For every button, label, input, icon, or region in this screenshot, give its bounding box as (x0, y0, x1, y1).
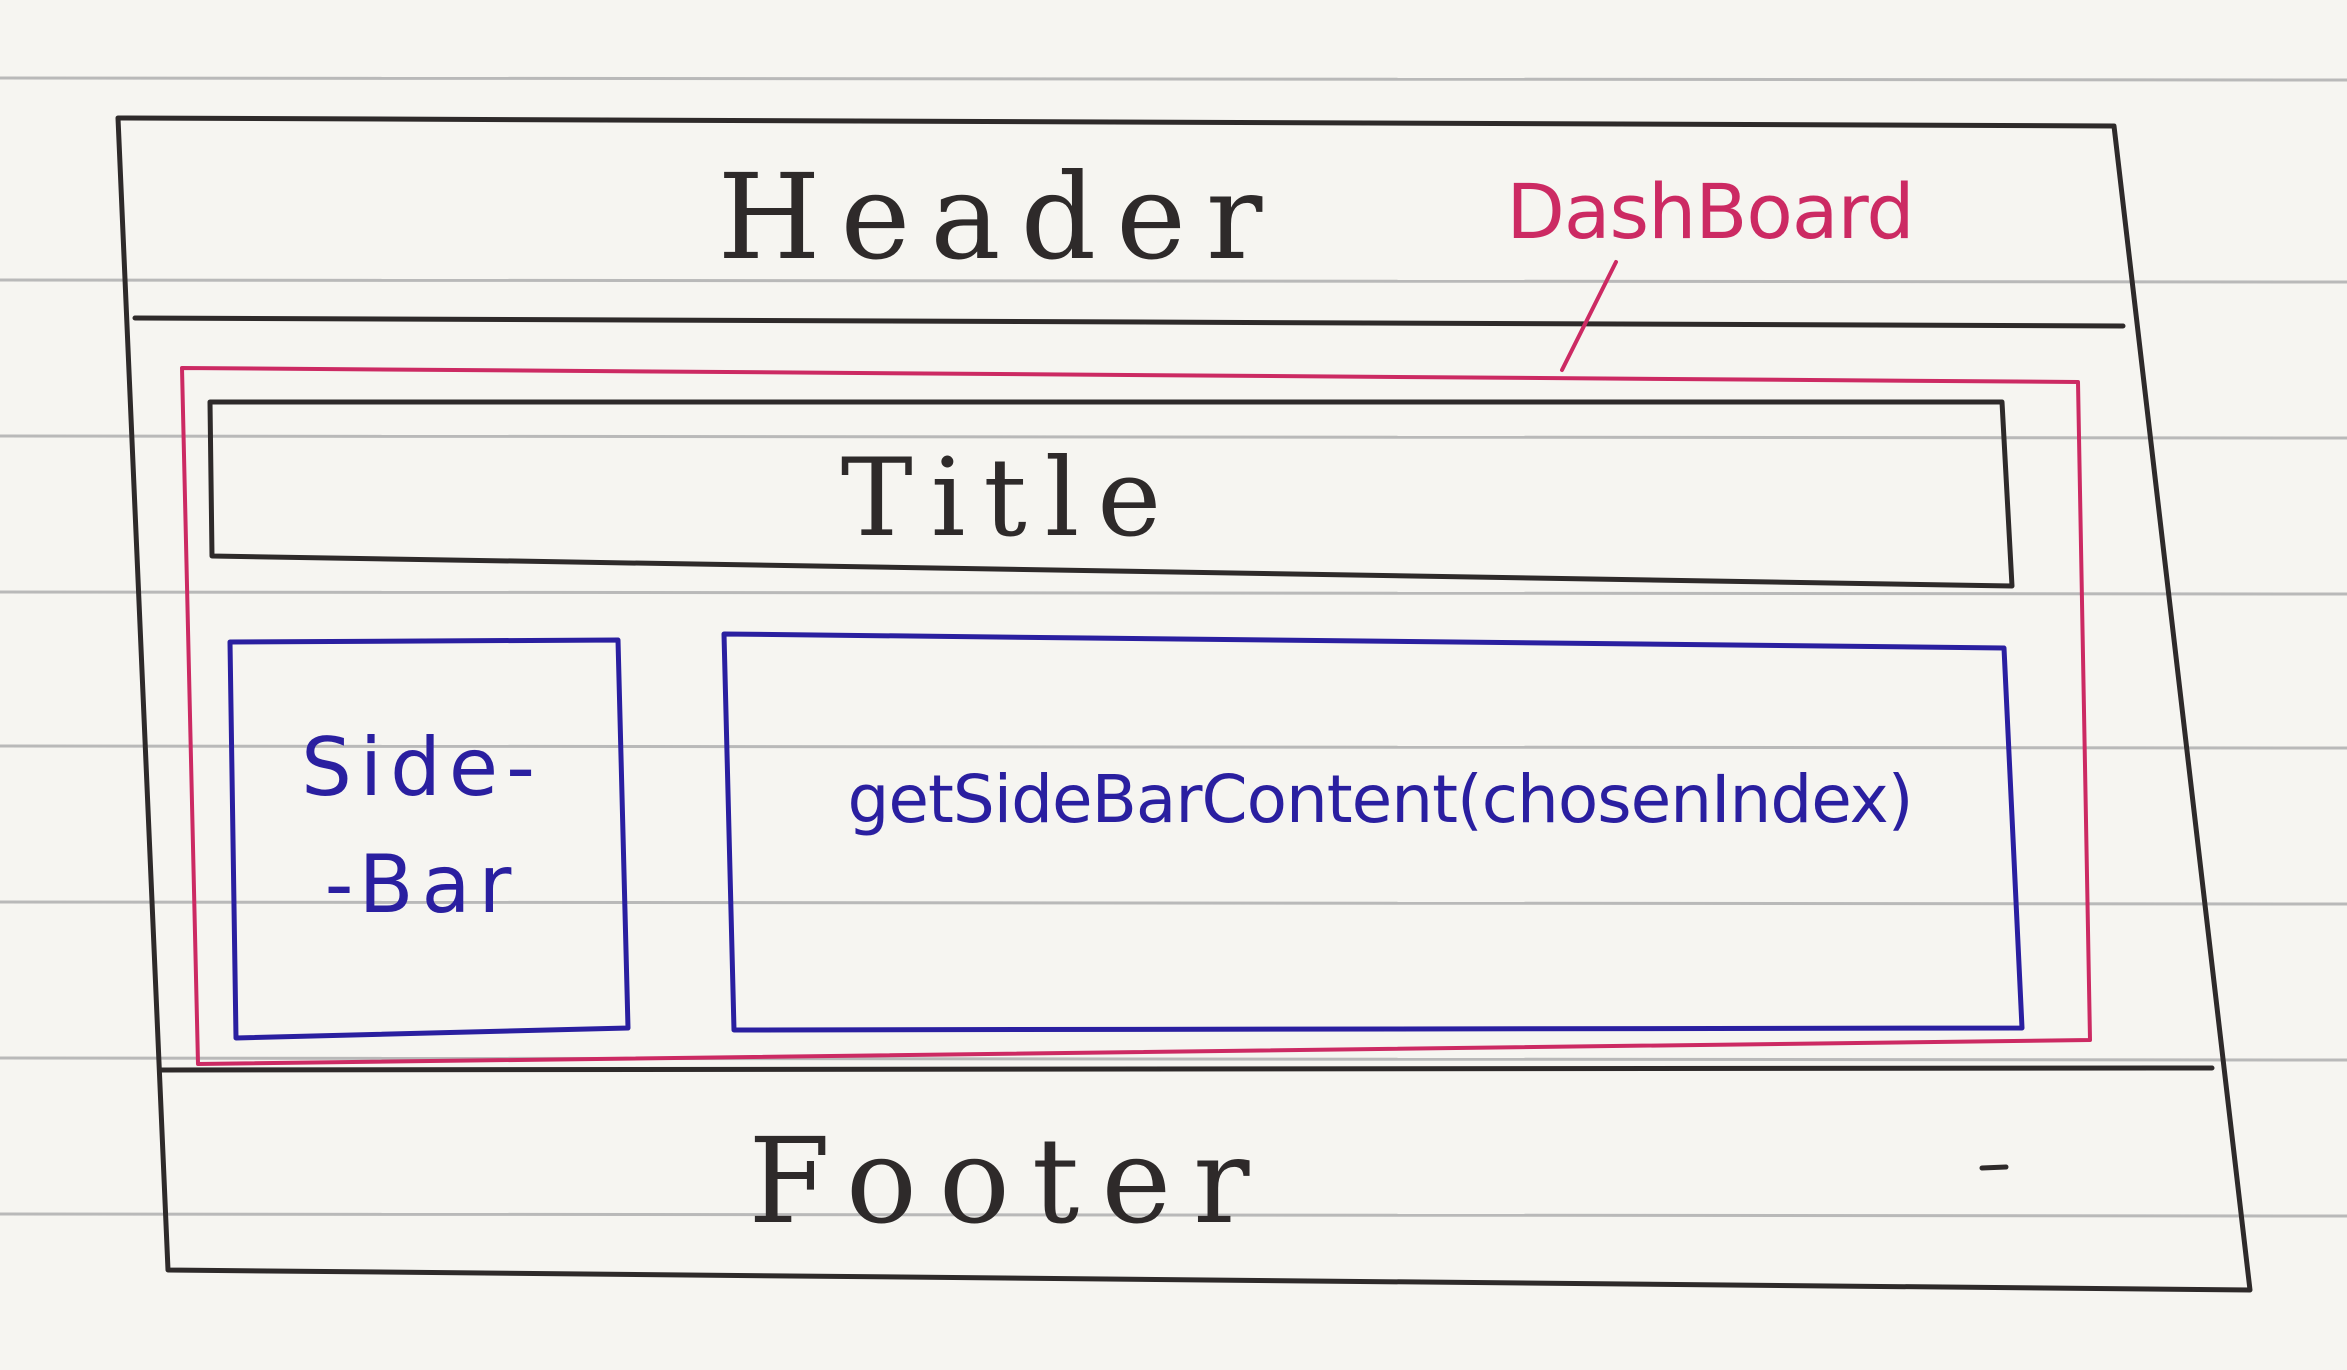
pen-mark (1979, 1164, 2009, 1171)
content-label: getSideBarContent(chosenIndex) (848, 761, 1913, 838)
page-frame (115, 115, 2253, 1293)
sidebar-label-line2: -Bar (325, 838, 520, 931)
ruled-lines (0, 76, 2347, 1218)
dashboard-box (180, 366, 2092, 1066)
header-label: Header (718, 148, 1283, 286)
footer-label: Footer (748, 1112, 1271, 1250)
sidebar-box (227, 637, 631, 1041)
title-label: Title (841, 436, 1179, 561)
title-box (207, 399, 2015, 589)
footer-divider (157, 1065, 2215, 1073)
dashboard-label: DashBoard (1506, 167, 1913, 256)
dashboard-callout-line (1560, 260, 1618, 372)
sidebar-label-line1: Side- (301, 721, 543, 814)
content-box (721, 631, 2025, 1033)
header-divider (132, 315, 2126, 329)
